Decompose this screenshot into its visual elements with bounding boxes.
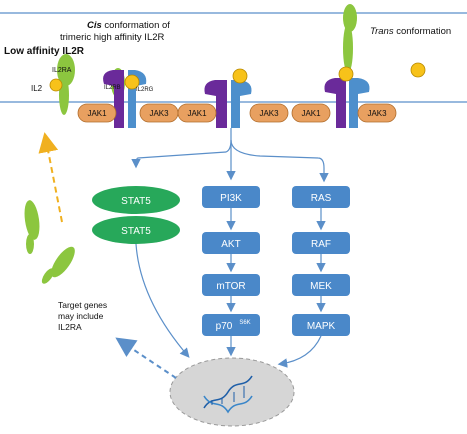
jak3-box-3: JAK3 <box>357 103 397 123</box>
raf-label: RAF <box>311 239 331 250</box>
stat5-top: STAT5 <box>92 186 180 214</box>
jak3-box-1: JAK3 <box>139 103 179 123</box>
il2ra-label: IL2RA <box>52 67 72 74</box>
mapk-box: MAPK <box>292 314 350 336</box>
target-genes-line1: Target genes <box>58 300 107 310</box>
ras-label: RAS <box>311 193 332 204</box>
akt-label: AKT <box>221 239 240 250</box>
il2rb-trans <box>324 78 346 128</box>
dashed-yellow-arrow <box>38 132 63 223</box>
low-affinity-receptor <box>49 54 75 115</box>
jak-label: JAK1 <box>87 109 107 118</box>
mapk-label: MAPK <box>307 321 336 332</box>
stat5-label: STAT5 <box>121 196 151 207</box>
pathway-arrows <box>135 208 326 368</box>
stat5-bottom: STAT5 <box>92 216 180 244</box>
il2rg-middle <box>231 80 252 128</box>
cis-conformation-label: Cis conformation of <box>87 20 170 31</box>
il2rg-label: IL2RG <box>136 87 154 93</box>
target-genes-line3: IL2RA <box>58 322 82 332</box>
il2rb-label: IL2RB <box>104 85 121 91</box>
mtor-label: mTOR <box>216 281 245 292</box>
nucleus <box>169 357 295 427</box>
pi3k-box: PI3K <box>202 186 260 208</box>
p70s6k-box: p70 S6K <box>202 314 260 336</box>
jak-label: JAK3 <box>149 109 169 118</box>
branch-connectors <box>131 128 329 183</box>
trans-word: Trans <box>370 26 394 37</box>
trans-rest: conformation <box>394 26 452 37</box>
p70-superscript: S6K <box>239 320 250 326</box>
dimeric-receptor-middle <box>204 68 252 128</box>
raf-box: RAF <box>292 232 350 254</box>
trans-receptor <box>324 4 370 128</box>
jak-label: JAK1 <box>301 109 321 118</box>
trans-conformation-label: Trans conformation <box>370 26 451 37</box>
low-affinity-label: Low affinity IL2R <box>4 46 85 57</box>
il2ra-trans-head <box>343 4 357 32</box>
il2rg-trans <box>349 78 370 128</box>
dna-icon <box>203 375 253 414</box>
ras-box: RAS <box>292 186 350 208</box>
cis-rest: conformation of <box>102 20 170 31</box>
p70-label: p70 <box>216 321 233 332</box>
dashed-blue-arrow <box>115 337 177 379</box>
il2ra-head <box>57 54 75 86</box>
pi3k-label: PI3K <box>220 193 242 204</box>
il2-cis <box>124 74 140 90</box>
il2-ligand <box>49 78 63 92</box>
jak-label: JAK1 <box>187 109 207 118</box>
mtor-box: mTOR <box>202 274 260 296</box>
target-genes-line2: may include <box>58 311 104 321</box>
jak-label: JAK3 <box>367 109 387 118</box>
il2rb-middle <box>204 80 227 128</box>
jak3-box-2: JAK3 <box>249 103 289 123</box>
il2-free <box>410 62 426 78</box>
stat5-label: STAT5 <box>121 226 151 237</box>
cis-trimeric-receptor <box>103 68 147 128</box>
il2rb-cis <box>103 70 124 128</box>
il2-trans <box>338 66 354 82</box>
mek-label: MEK <box>310 281 332 292</box>
il2-middle <box>232 68 248 84</box>
akt-box: AKT <box>202 232 260 254</box>
cis-word: Cis <box>87 20 102 31</box>
il2-label: IL2 <box>31 84 43 93</box>
cis-conformation-label-2: trimeric high affinity IL2R <box>60 32 165 43</box>
jak1-box-3: JAK1 <box>291 103 331 123</box>
jak-label: JAK3 <box>259 109 279 118</box>
free-il2ra-molecules <box>24 200 75 284</box>
jak1-box-2: JAK1 <box>177 103 217 123</box>
jak1-box-1: JAK1 <box>77 103 117 123</box>
il2ra-trans-stalk <box>343 23 353 73</box>
mek-box: MEK <box>292 274 350 296</box>
